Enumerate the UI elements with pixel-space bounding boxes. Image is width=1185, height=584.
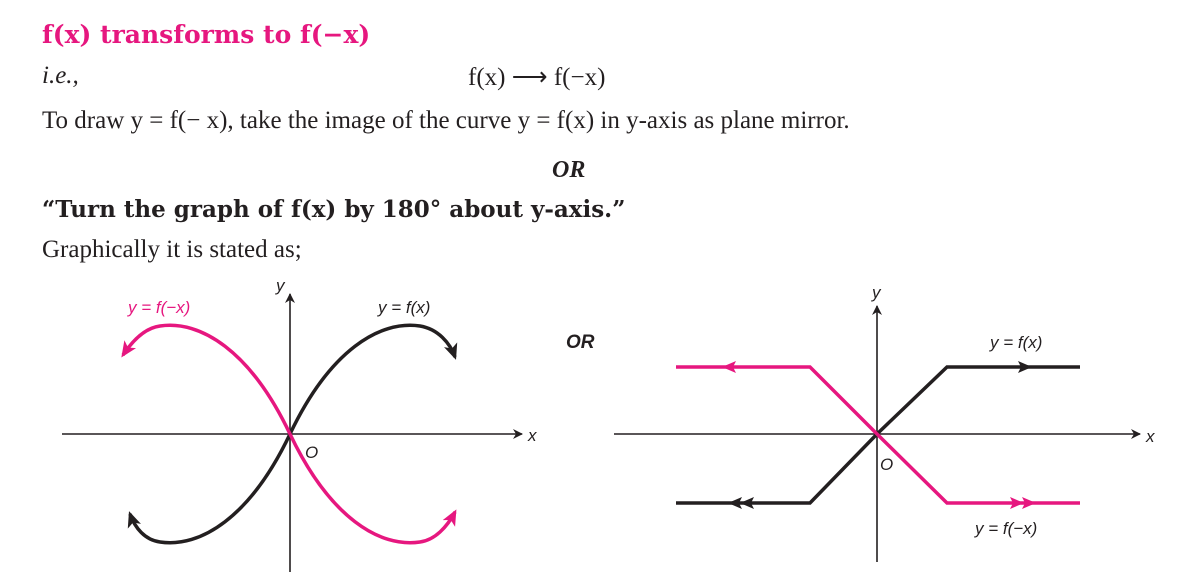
between-graphs-or: OR [566,332,595,353]
right-black-curve-label: y = f(x) [989,333,1042,352]
right-pink-line [676,365,1080,505]
left-pink-curve-upper [121,323,292,435]
rule-quote: “Turn the graph of f(x) by 180° about y-… [42,196,626,223]
ie-label: i.e., [42,62,79,89]
instruction-sentence: To draw y = f(− x), take the image of th… [42,107,850,134]
graphically-intro: Graphically it is stated as; [42,236,302,263]
left-graph: y x O y = f(x) y = f(−x) [62,276,537,572]
left-black-curve-upper [288,323,458,435]
left-y-axis-label: y [275,276,286,295]
right-black-arrow-lower-2 [740,497,754,509]
left-pink-curve-lower [288,433,457,545]
right-x-axis-label: x [1145,427,1155,446]
right-pink-curve-label: y = f(−x) [974,519,1037,538]
or-divider-text: OR [552,157,586,183]
right-pink-arrow-upper [722,361,736,373]
right-origin-label: O [880,455,893,474]
right-graph: y x O y = f(x) y = f(−x) [614,283,1155,562]
right-y-axis-label: y [871,283,882,302]
left-black-curve-lower [127,433,292,545]
ie-expression: f(x) ⟶ f(−x) [468,64,606,91]
left-origin-label: O [305,443,318,462]
left-black-curve-label: y = f(x) [377,298,430,317]
right-pink-arrow-lower-1 [1010,497,1024,509]
section-heading: f(x) transforms to f(−x) [42,20,371,49]
right-pink-arrow-lower-2 [1022,497,1036,509]
left-pink-curve-label: y = f(−x) [127,298,190,317]
right-black-arrow-lower-1 [728,497,742,509]
right-black-arrow-upper [1018,361,1032,373]
left-x-axis-label: x [527,426,537,445]
